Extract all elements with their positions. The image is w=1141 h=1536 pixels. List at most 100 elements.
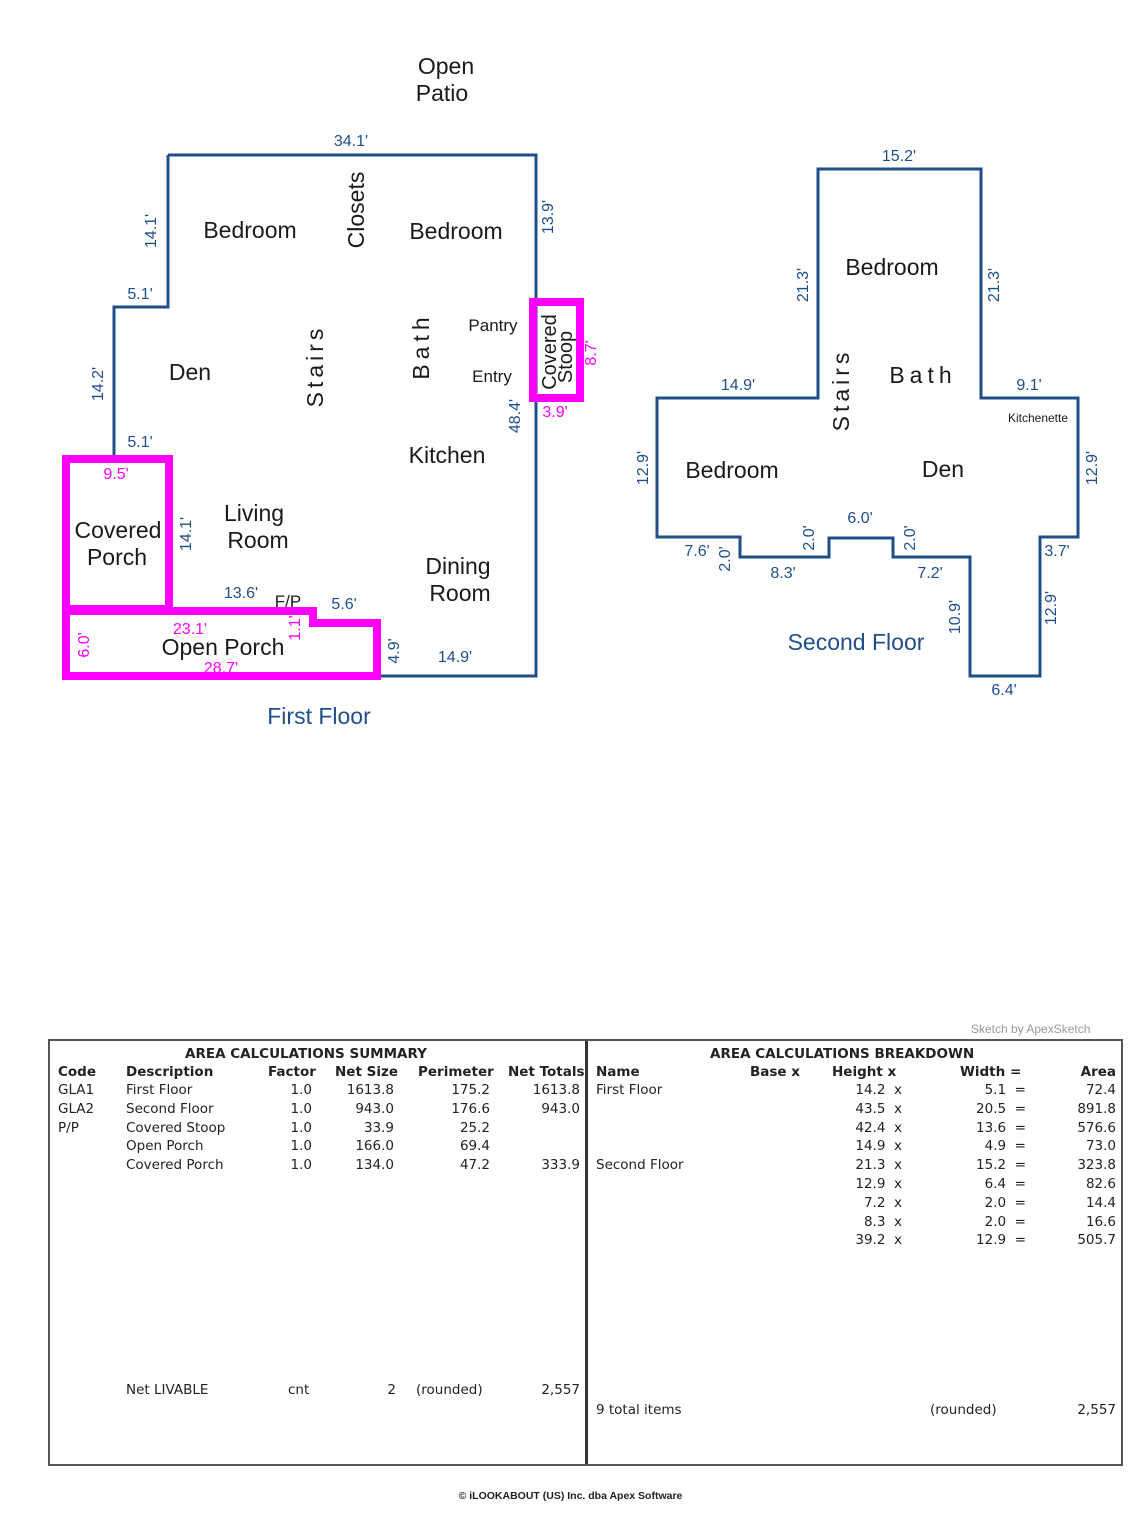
open-patio-label: Open xyxy=(418,53,474,79)
dim-stoop-bottom: 3.9' xyxy=(542,404,567,421)
breakdown-cell: 72.4 xyxy=(1085,1082,1116,1098)
summary-cell: Covered Stoop xyxy=(126,1119,226,1136)
dim-sf-ledge-left: 14.9' xyxy=(721,377,755,394)
dim-sf-top: 15.2' xyxy=(882,148,916,165)
breakdown-cell: 7.2 x xyxy=(863,1194,902,1211)
covered-stoop-outline xyxy=(529,298,584,402)
breakdown-header-area: Area xyxy=(1080,1064,1116,1080)
breakdown-cell: 5.1 = xyxy=(984,1082,1026,1098)
breakdown-cell: 15.2 = xyxy=(976,1157,1026,1174)
summary-cell: 943.0 xyxy=(541,1100,580,1117)
sf-room-bedroom-top: Bedroom xyxy=(845,254,938,280)
summary-header-netsize: Net Size xyxy=(335,1064,398,1080)
breakdown-cell: 4.9 = xyxy=(984,1138,1026,1155)
summary-header-nettotals: Net Totals xyxy=(508,1064,585,1080)
breakdown-cell: 39.2 x xyxy=(855,1232,902,1249)
summary-cell: 1.0 xyxy=(290,1100,312,1117)
room-dining-1: Dining xyxy=(425,553,490,579)
summary-footer-total: 2,557 xyxy=(541,1382,580,1398)
summary-cell: GLA1 xyxy=(58,1082,95,1098)
sf-room-stairs: Stairs xyxy=(828,349,854,432)
dim-open-step: 1.1' xyxy=(287,615,304,640)
breakdown-cell: 891.8 xyxy=(1077,1100,1116,1117)
summary-cell: 1613.8 xyxy=(532,1082,580,1098)
breakdown-cell: 73.0 xyxy=(1085,1138,1116,1155)
summary-title: AREA CALCULATIONS SUMMARY xyxy=(185,1046,427,1062)
summary-cell: 943.0 xyxy=(355,1100,394,1117)
open-patio-label-2: Patio xyxy=(416,80,468,106)
sf-room-bedroom-left: Bedroom xyxy=(685,457,778,483)
dim-open-bottom: 28.7' xyxy=(204,660,238,677)
breakdown-footer-label: 9 total items xyxy=(596,1402,682,1418)
outdoor-covered-porch-1: Covered xyxy=(75,517,162,543)
room-living-2: Room xyxy=(227,527,288,553)
table-divider xyxy=(585,1041,588,1464)
dim-ff-top: 34.1' xyxy=(334,133,368,150)
dim-stoop-right: 8.7' xyxy=(583,340,600,365)
breakdown-cell: 82.6 xyxy=(1085,1176,1116,1192)
dim-sf-b4: 7.2' xyxy=(917,565,942,582)
breakdown-header-name: Name xyxy=(596,1064,640,1080)
summary-cell: 47.2 xyxy=(459,1157,490,1174)
outdoor-covered-stoop-2: Stoop xyxy=(555,331,577,383)
dim-sf-ledge-right: 9.1' xyxy=(1016,377,1041,394)
dim-sf-tail-left: 10.9' xyxy=(947,600,964,634)
summary-header-perimeter: Perimeter xyxy=(418,1064,494,1080)
room-bath: Bath xyxy=(408,312,434,379)
breakdown-cell: Second Floor xyxy=(596,1157,684,1174)
breakdown-cell: 12.9 = xyxy=(976,1232,1026,1249)
dim-sf-b4v: 2.0' xyxy=(902,525,919,550)
first-floor-walls xyxy=(168,153,538,678)
dim-sf-far-right: 12.9' xyxy=(1084,451,1101,485)
outdoor-covered-porch-2: Porch xyxy=(87,544,147,570)
breakdown-cell: 20.5 = xyxy=(976,1100,1026,1117)
dim-ff-step-mid: 5.1' xyxy=(127,434,152,451)
breakdown-cell: 14.2 x xyxy=(855,1082,902,1098)
room-bedroom-right: Bedroom xyxy=(409,218,502,244)
dim-sf-step-right: 3.7' xyxy=(1044,543,1069,560)
dim-ff-fp-right: 5.6' xyxy=(331,596,356,613)
copyright: © iLOOKABOUT (US) Inc. dba Apex Software xyxy=(458,1490,683,1502)
breakdown-cell: 323.8 xyxy=(1077,1157,1116,1174)
dim-sf-right-up: 21.3' xyxy=(986,268,1003,302)
summary-cell: 134.0 xyxy=(355,1157,394,1174)
summary-footer-cnt: cnt xyxy=(288,1382,310,1398)
summary-cell: 175.2 xyxy=(451,1082,490,1098)
summary-cell: Second Floor xyxy=(126,1100,214,1117)
sf-room-den: Den xyxy=(922,456,964,482)
second-floor-walls xyxy=(655,167,1080,678)
fireplace-label: F/P xyxy=(275,592,301,611)
breakdown-cell: 8.3 x xyxy=(863,1213,902,1230)
breakdown-cell: First Floor xyxy=(596,1082,663,1098)
breakdown-cell: 12.9 x xyxy=(855,1176,902,1192)
summary-cell: GLA2 xyxy=(58,1100,95,1117)
breakdown-cell: 13.6 = xyxy=(976,1119,1026,1136)
summary-cell: 1.0 xyxy=(290,1119,312,1136)
room-living-1: Living xyxy=(224,500,284,526)
room-stairs: Stairs xyxy=(302,325,328,408)
breakdown-cell: 42.4 x xyxy=(855,1119,902,1136)
breakdown-cell: 14.9 x xyxy=(855,1138,902,1155)
dim-ff-fp-left: 13.6' xyxy=(224,585,258,602)
summary-header-factor: Factor xyxy=(268,1064,316,1080)
room-kitchen: Kitchen xyxy=(409,442,486,468)
summary-cell: 25.2 xyxy=(459,1119,490,1136)
breakdown-footer-total: 2,557 xyxy=(1077,1402,1116,1418)
dim-ff-bottom-left: 4.9' xyxy=(386,638,403,663)
summary-header-description: Description xyxy=(126,1064,214,1080)
dim-sf-tail-right: 12.9' xyxy=(1043,591,1060,625)
dim-sf-b1v: 2.0' xyxy=(717,546,734,571)
breakdown-cell: 2.0 = xyxy=(984,1194,1026,1211)
room-dining-2: Room xyxy=(429,580,490,606)
area-calculations-table: AREA CALCULATIONS SUMMARY Code Descripti… xyxy=(48,1039,1123,1466)
room-bedroom-left: Bedroom xyxy=(203,217,296,243)
dim-ff-right-top: 13.9' xyxy=(540,200,557,234)
dim-sf-b1: 7.6' xyxy=(684,543,709,560)
summary-cell: P/P xyxy=(58,1119,79,1136)
dim-ff-left-mid: 14.2' xyxy=(90,367,107,401)
breakdown-cell: 16.6 xyxy=(1085,1213,1116,1230)
breakdown-title: AREA CALCULATIONS BREAKDOWN xyxy=(710,1046,975,1062)
dim-ff-right-long: 48.4' xyxy=(507,399,524,433)
summary-header-code: Code xyxy=(58,1064,97,1080)
sf-room-kitchenette: Kitchenette xyxy=(1008,411,1068,425)
